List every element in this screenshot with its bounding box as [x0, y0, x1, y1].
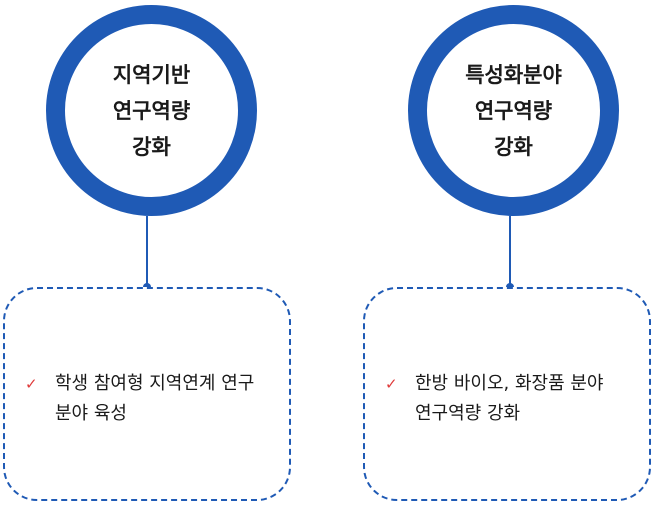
list-item: ✓ 한방 바이오, 화장품 분야 연구역량 강화 — [385, 369, 639, 429]
list-item-text: 학생 참여형 지역연계 연구 분야 육성 — [55, 373, 255, 424]
checkmark-icon: ✓ — [385, 375, 398, 393]
list-item: ✓ 학생 참여형 지역연계 연구 분야 육성 — [25, 369, 279, 429]
circle-regional-research: 지역기반 연구역량 강화 — [46, 5, 257, 216]
circle-specialized-research: 특성화분야 연구역량 강화 — [408, 5, 619, 216]
detail-box-regional-research: ✓ 학생 참여형 지역연계 연구 분야 육성 — [3, 287, 291, 501]
connector-line — [146, 216, 148, 286]
connector-line — [509, 216, 511, 286]
checkmark-icon: ✓ — [25, 375, 38, 393]
list-item-text: 한방 바이오, 화장품 분야 연구역량 강화 — [415, 373, 604, 424]
circle-label: 특성화분야 연구역량 강화 — [465, 62, 562, 159]
detail-box-specialized-research: ✓ 한방 바이오, 화장품 분야 연구역량 강화 — [363, 287, 651, 501]
circle-label: 지역기반 연구역량 강화 — [112, 62, 191, 159]
